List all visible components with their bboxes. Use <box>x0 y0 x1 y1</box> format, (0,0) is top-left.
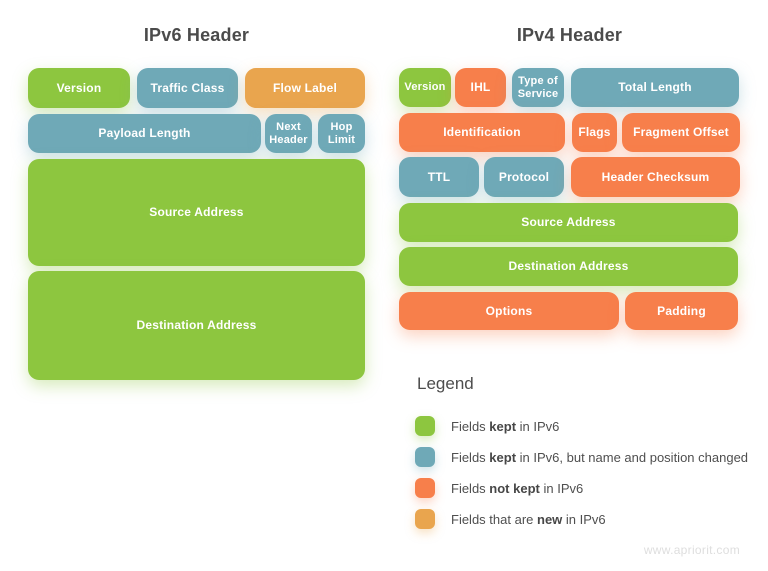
legend-item-removed: Fields not kept in IPv6 <box>415 478 748 498</box>
block-label: Header Checksum <box>601 169 710 184</box>
ipv4-header-checksum-block: Header Checksum <box>571 157 740 197</box>
block-label: IHL <box>470 80 491 95</box>
legend-item-moved: Fields kept in IPv6, but name and positi… <box>415 447 748 467</box>
ipv4-source-address-block: Source Address <box>399 203 738 242</box>
legend-swatch-removed <box>415 478 435 498</box>
block-label: Source Address <box>521 215 616 230</box>
block-label: Identification <box>443 125 521 140</box>
ipv6-header-title: IPv6 Header <box>143 25 250 45</box>
legend-swatch-new <box>415 509 435 529</box>
block-label: Source Address <box>149 205 244 220</box>
legend: Fields kept in IPv6 Fields kept in IPv6,… <box>415 416 748 529</box>
ipv6-destination-address-block: Destination Address <box>28 271 365 380</box>
watermark-url: www.apriorit.com <box>643 543 740 557</box>
legend-swatch-kept <box>415 416 435 436</box>
legend-item-new: Fields that are new in IPv6 <box>415 509 748 529</box>
block-label: Version <box>56 80 102 95</box>
legend-label-post: in IPv6 <box>562 511 606 527</box>
legend-item-kept: Fields kept in IPv6 <box>415 416 748 436</box>
ipv4-version-block: Version <box>399 68 451 107</box>
ipv6-source-address-block: Source Address <box>28 159 365 266</box>
block-label: Destination Address <box>136 318 257 333</box>
ipv4-destination-address-block: Destination Address <box>399 247 738 286</box>
legend-label-post: in IPv6, but name and position changed <box>516 449 749 465</box>
block-label: Version <box>404 81 446 94</box>
legend-label-bold: not kept <box>489 480 540 496</box>
ipv4-header-title: IPv4 Header <box>516 25 623 45</box>
block-label: Protocol <box>498 169 550 184</box>
block-label: Flow Label <box>272 80 337 95</box>
ipv6-traffic-class-block: Traffic Class <box>137 68 238 108</box>
ipv4-options-block: Options <box>399 292 619 330</box>
block-label: Padding <box>657 303 706 318</box>
ipv4-flags-block: Flags <box>572 113 617 152</box>
legend-label: Fields that are new in IPv6 <box>451 512 606 527</box>
ipv4-protocol-block: Protocol <box>484 157 564 197</box>
ipv6-hop-limit-block: Hop Limit <box>318 114 365 153</box>
ipv6-version-block: Version <box>28 68 130 108</box>
ipv4-ttl-block: TTL <box>399 157 479 197</box>
legend-title: Legend <box>417 374 474 393</box>
ipv4-identification-block: Identification <box>399 113 565 152</box>
legend-label-post: in IPv6 <box>516 418 560 434</box>
legend-label-pre: Fields <box>451 449 490 465</box>
block-label: Next Header <box>269 120 308 146</box>
legend-label: Fields kept in IPv6, but name and positi… <box>451 450 748 465</box>
legend-label-bold: kept <box>489 418 517 434</box>
legend-label-bold: new <box>537 511 563 527</box>
legend-label-pre: Fields <box>451 480 490 496</box>
legend-label-pre: Fields that are <box>451 511 537 527</box>
ipv4-ihl-block: IHL <box>455 68 506 107</box>
ipv6-payload-length-block: Payload Length <box>28 114 261 153</box>
legend-label: Fields kept in IPv6 <box>451 419 559 434</box>
ipv4-fragment-offset-block: Fragment Offset <box>622 113 740 152</box>
block-label: Flags <box>578 125 611 140</box>
ipv6-flow-label-block: Flow Label <box>245 68 365 108</box>
ipv4-padding-block: Padding <box>625 292 738 330</box>
ipv6-next-header-block: Next Header <box>265 114 312 153</box>
legend-label-bold: kept <box>489 449 517 465</box>
legend-label-post: in IPv6 <box>539 480 584 496</box>
block-label: Destination Address <box>508 259 629 274</box>
legend-label-pre: Fields <box>451 418 490 434</box>
ipv4-total-length-block: Total Length <box>571 68 739 107</box>
block-label: Payload Length <box>98 126 191 141</box>
block-label: Options <box>485 303 533 318</box>
ipv4-type-of-service-block: Type of Service <box>512 68 564 107</box>
block-label: Fragment Offset <box>633 125 729 140</box>
legend-swatch-moved <box>415 447 435 467</box>
block-label: Traffic Class <box>150 80 225 95</box>
legend-label: Fields not kept in IPv6 <box>451 481 583 496</box>
block-label: Type of Service <box>517 74 559 100</box>
block-label: Hop Limit <box>327 120 356 146</box>
block-label: Total Length <box>618 80 692 95</box>
block-label: TTL <box>427 169 451 184</box>
